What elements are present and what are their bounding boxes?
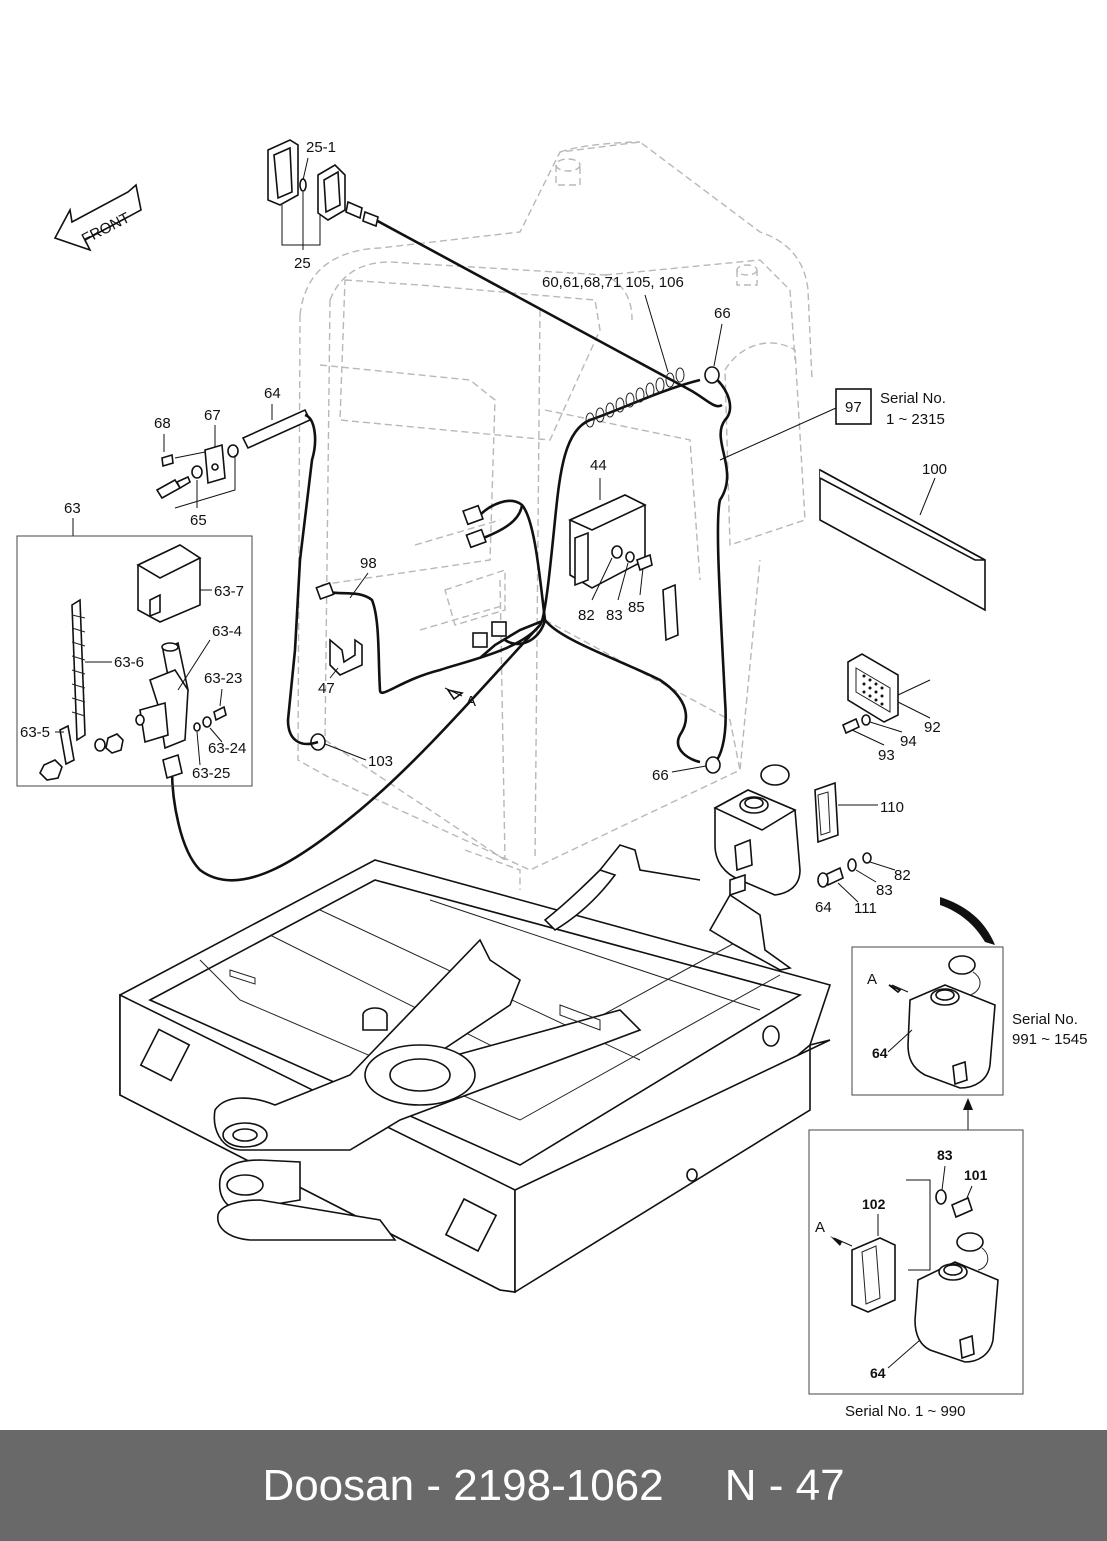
parts-diagram: FRONT: [16, 139, 1088, 1420]
label-93: 93: [878, 747, 895, 764]
label-63-5: 63-5: [20, 724, 50, 741]
serial-box-upper: A 64 Serial No. 991 ~ 1545: [851, 946, 1088, 1096]
label-100: 100: [922, 461, 947, 478]
connector-3: [472, 632, 488, 648]
grommet-labels: 103 66: [324, 743, 707, 784]
label-64-lower: 64: [870, 1365, 886, 1381]
label-110: 110: [880, 799, 904, 816]
label-92: 92: [924, 719, 941, 736]
label-97: 97: [845, 399, 862, 416]
label-66-bottom: 66: [652, 767, 669, 784]
label-82-b: 82: [894, 867, 911, 884]
label-67: 67: [204, 407, 221, 424]
label-63-6: 63-6: [114, 654, 144, 671]
label-44: 44: [590, 457, 607, 474]
label-arrow-a: A: [466, 693, 476, 710]
footer-text: Doosan - 2198-1062 N - 47: [262, 1460, 845, 1510]
part-64-hose: 64: [241, 385, 319, 746]
label-82: 82: [578, 607, 595, 624]
serial-97-line2: 1 ~ 2315: [886, 411, 945, 428]
front-direction-arrow: FRONT: [53, 183, 142, 252]
connector-2: [465, 528, 487, 549]
label-83-b: 83: [876, 882, 893, 899]
part-63-wiper: 63 63-7 63-4 63-6 63-5 63-23: [16, 500, 253, 787]
label-83: 83: [606, 607, 623, 624]
connector-98: [315, 581, 335, 601]
footer-bar: Doosan - 2198-1062 N - 47: [0, 1430, 1107, 1541]
label-66-top: 66: [714, 305, 731, 322]
harness-labels: 60,61,68,71 105, 106 66: [542, 274, 731, 373]
label-63-4: 63-4: [212, 623, 242, 640]
label-63-25: 63-25: [192, 765, 230, 782]
label-63-23: 63-23: [204, 670, 242, 687]
harness-coil: [585, 367, 685, 428]
label-64-upper: 64: [872, 1045, 888, 1061]
up-arrow: [963, 1098, 973, 1110]
label-111: 111: [854, 900, 877, 917]
part-44-controller: 44 82 83 85: [568, 457, 679, 642]
wiring-harness: [170, 216, 732, 882]
curved-arrow: [940, 897, 995, 945]
part-97: 97 Serial No. 1 ~ 2315: [719, 388, 946, 461]
label-63-7: 63-7: [214, 583, 244, 600]
label-102: 102: [862, 1196, 886, 1212]
label-94: 94: [900, 733, 917, 750]
grommet-top: [704, 366, 720, 384]
label-box-a-lower: A: [815, 1219, 825, 1236]
part-67-bracket: 68 67 65: [154, 407, 239, 529]
label-68: 68: [154, 415, 171, 432]
serial-upper-line2: 991 ~ 1545: [1012, 1031, 1088, 1048]
label-63: 63: [64, 500, 81, 517]
connector-4: [491, 621, 507, 637]
label-65: 65: [190, 512, 207, 529]
label-64-tank: 64: [815, 899, 832, 916]
serial-lower: Serial No. 1 ~ 990: [845, 1403, 966, 1420]
base-frame: [119, 844, 832, 1294]
part-100-panel: 100: [819, 461, 986, 612]
label-83-lower: 83: [937, 1147, 953, 1163]
part-92-speaker: 92 93 94: [841, 653, 941, 764]
label-25: 25: [294, 255, 311, 272]
grommet-bottom: [705, 756, 721, 774]
serial-97-line1: Serial No.: [880, 390, 946, 407]
connector-1: [462, 504, 484, 526]
label-98: 98: [360, 555, 377, 572]
serial-upper-line1: Serial No.: [1012, 1011, 1078, 1028]
label-101: 101: [964, 1167, 988, 1183]
part-64-washer-tank: 64 110 82 83 111: [713, 764, 911, 917]
label-103: 103: [368, 753, 393, 770]
serial-box-lower: 83 101 102 A 64 Serial No. 1 ~ 990: [808, 1129, 1024, 1420]
label-47: 47: [318, 680, 335, 697]
label-63-24: 63-24: [208, 740, 246, 757]
label-60-harness: 60,61,68,71 105, 106: [542, 274, 684, 291]
label-25-1: 25-1: [306, 139, 336, 156]
cab-outline: [297, 141, 813, 890]
label-85: 85: [628, 599, 645, 616]
part-25-switch: 25-1 25: [267, 139, 379, 272]
label-64-hose: 64: [264, 385, 281, 402]
part-98-47: 98 47 A: [318, 555, 476, 710]
label-box-a-upper: A: [867, 971, 877, 988]
